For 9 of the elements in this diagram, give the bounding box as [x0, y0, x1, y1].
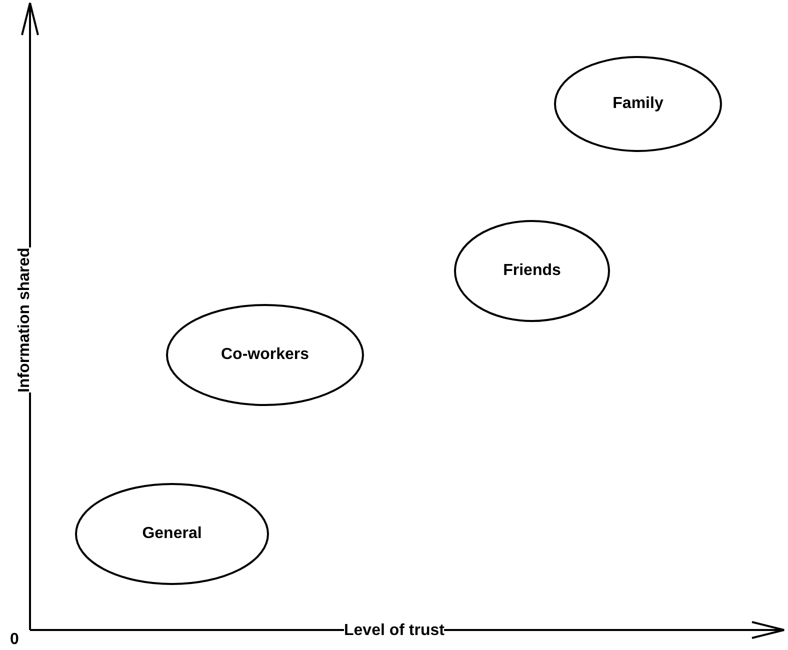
axis-title: Information shared — [16, 248, 34, 392]
category-label: Friends — [502, 262, 562, 280]
category-label: Family — [612, 95, 664, 113]
category-label: General — [141, 525, 203, 543]
category-ellipse — [454, 220, 610, 322]
category-label: Co-workers — [220, 346, 310, 364]
category-ellipse — [554, 56, 722, 152]
category-ellipse — [166, 304, 364, 406]
category-ellipse — [75, 483, 269, 585]
